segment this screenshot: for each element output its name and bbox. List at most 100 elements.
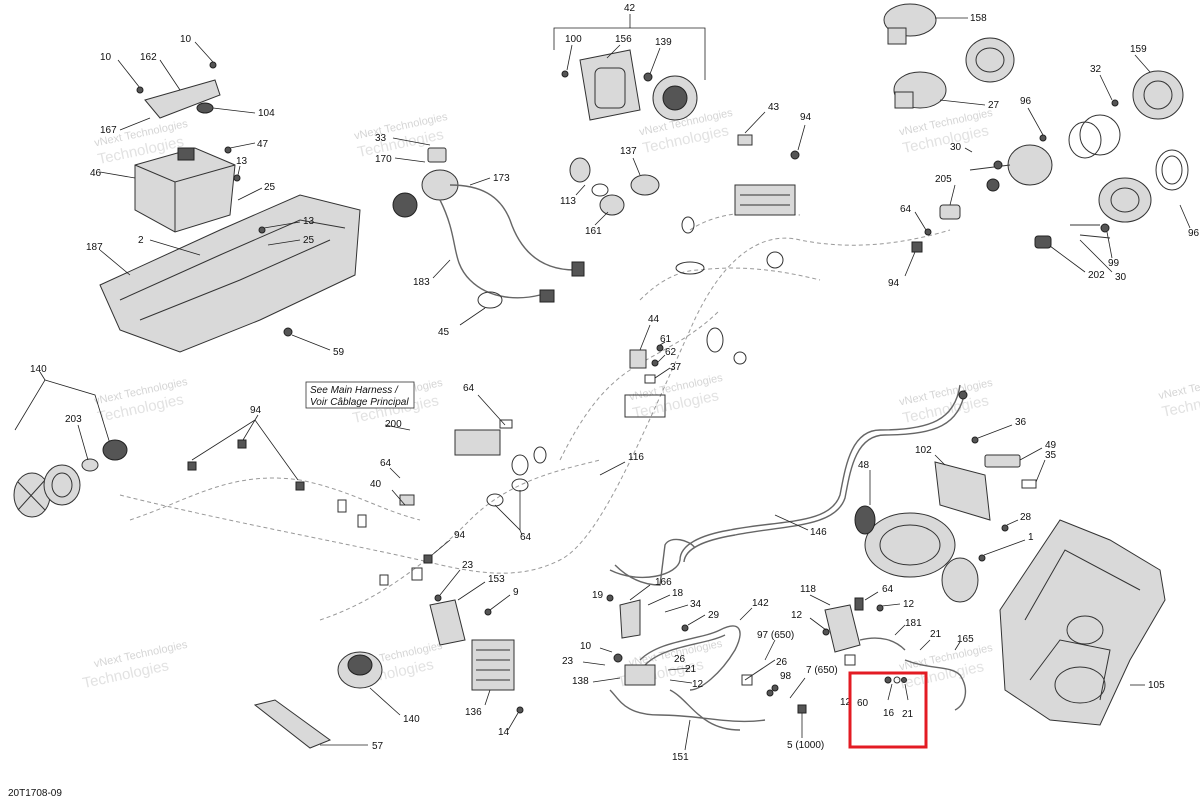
callout-104: 104 — [258, 108, 275, 119]
relay — [629, 349, 647, 369]
callout-25b: 25 — [303, 235, 315, 246]
callout-35: 35 — [1045, 450, 1057, 461]
callout-30b: 30 — [1115, 272, 1127, 283]
callout-12b: 12 — [791, 610, 803, 621]
callout-98: 98 — [780, 671, 792, 682]
callout-37: 37 — [670, 362, 682, 373]
callout-19: 19 — [592, 590, 604, 601]
switch-group: 43 94 113 161 137 — [560, 102, 812, 275]
bracket — [429, 599, 466, 646]
part-21 — [901, 677, 907, 683]
callout-43: 43 — [768, 102, 780, 113]
callout-181: 181 — [905, 618, 922, 629]
gauge-bezel — [579, 49, 641, 121]
callout-97: 97 (650) — [757, 630, 794, 641]
voltage-regulator — [471, 639, 515, 691]
callout-113: 113 — [560, 196, 576, 207]
callout-49: 49 — [1045, 440, 1057, 451]
fuse-box — [734, 184, 796, 216]
callout-10a: 10 — [100, 52, 112, 63]
accessory-harness: 33 170 173 183 45 — [375, 133, 585, 338]
callout-29: 29 — [708, 610, 720, 621]
callout-136: 136 — [465, 707, 482, 718]
harness-clips: 94 64 200 116 64 64 40 94 — [187, 383, 644, 586]
callout-116: 116 — [628, 452, 644, 463]
callout-2: 2 — [138, 235, 144, 246]
callout-64c: 64 — [520, 532, 532, 543]
callout-40: 40 — [370, 479, 382, 490]
gauge-assembly: 42 100 156 139 — [553, 3, 706, 121]
callout-13b: 13 — [303, 216, 315, 227]
headlight-bottom: 140 57 — [253, 651, 420, 752]
callout-139: 139 — [655, 37, 672, 48]
callout-162: 162 — [140, 52, 157, 63]
callout-12a: 12 — [692, 679, 704, 690]
callout-28: 28 — [1020, 512, 1032, 523]
callout-142: 142 — [752, 598, 769, 609]
callout-140b: 140 — [403, 714, 420, 725]
callout-5: 5 (1000) — [787, 740, 824, 751]
figure-code: 20T1708-09 — [8, 788, 62, 799]
solenoid — [624, 664, 656, 686]
callout-183: 183 — [413, 277, 430, 288]
callout-27: 27 — [988, 100, 1000, 111]
callout-161: 161 — [585, 226, 602, 237]
callout-137: 137 — [620, 146, 637, 157]
callout-59: 59 — [333, 347, 345, 358]
battery-strap — [144, 79, 221, 119]
winch-relay-group: 118 64 12 12 181 21 165 12 — [791, 584, 974, 711]
callout-9: 9 — [513, 587, 519, 598]
winch-contactor — [824, 604, 861, 653]
callout-187: 187 — [86, 242, 103, 253]
callout-48: 48 — [858, 460, 870, 471]
callout-60: 60 — [857, 698, 869, 709]
battery — [134, 147, 236, 233]
callout-26: 26 — [776, 657, 788, 668]
callout-94a: 94 — [888, 278, 900, 289]
callout-94d: 94 — [454, 530, 466, 541]
callout-18: 18 — [672, 588, 684, 599]
callout-42: 42 — [624, 3, 636, 14]
callout-105: 105 — [1148, 680, 1165, 691]
callout-16: 16 — [883, 708, 895, 719]
callout-200: 200 — [385, 419, 402, 430]
callout-32: 32 — [1090, 64, 1102, 75]
callout-21b: 21 — [930, 629, 942, 640]
main-harness-note: See Main Harness / Voir Câblage Principa… — [305, 381, 415, 409]
callout-12d: 12 — [840, 697, 852, 708]
callout-146: 146 — [810, 527, 827, 538]
callout-156: 156 — [615, 34, 632, 45]
callout-173: 173 — [493, 173, 510, 184]
fuse-block — [454, 429, 501, 456]
callout-64e: 64 — [882, 584, 894, 595]
plate-105 — [999, 519, 1166, 726]
callout-138: 138 — [572, 676, 589, 687]
callout-47: 47 — [257, 139, 269, 150]
callout-203: 203 — [65, 414, 82, 425]
battery-assembly: 10 10 162 104 167 46 47 13 25 13 25 — [86, 34, 361, 358]
callout-159: 159 — [1130, 44, 1147, 55]
callout-99: 99 — [1108, 258, 1120, 269]
part-16 — [884, 676, 892, 684]
callout-12c: 12 — [903, 599, 915, 610]
note-line1: See Main Harness / — [310, 385, 399, 396]
callout-57: 57 — [372, 741, 384, 752]
callout-100: 100 — [565, 34, 582, 45]
callout-94b: 94 — [800, 112, 812, 123]
callout-45: 45 — [438, 327, 450, 338]
callout-25a: 25 — [264, 182, 276, 193]
callout-167: 167 — [100, 125, 117, 136]
callout-13a: 13 — [236, 156, 248, 167]
callout-21a: 21 — [685, 664, 697, 675]
winch-switch-group: 166 19 18 34 29 — [592, 538, 720, 639]
callout-33: 33 — [375, 133, 387, 144]
headlight-left: 140 203 — [13, 364, 128, 518]
note-line2: Voir Câblage Principal — [310, 397, 409, 408]
callout-10c: 10 — [580, 641, 592, 652]
callout-46: 46 — [90, 168, 102, 179]
callout-166: 166 — [655, 577, 672, 588]
callout-36: 36 — [1015, 417, 1027, 428]
callout-165: 165 — [957, 634, 974, 645]
highlight-box — [848, 671, 928, 749]
